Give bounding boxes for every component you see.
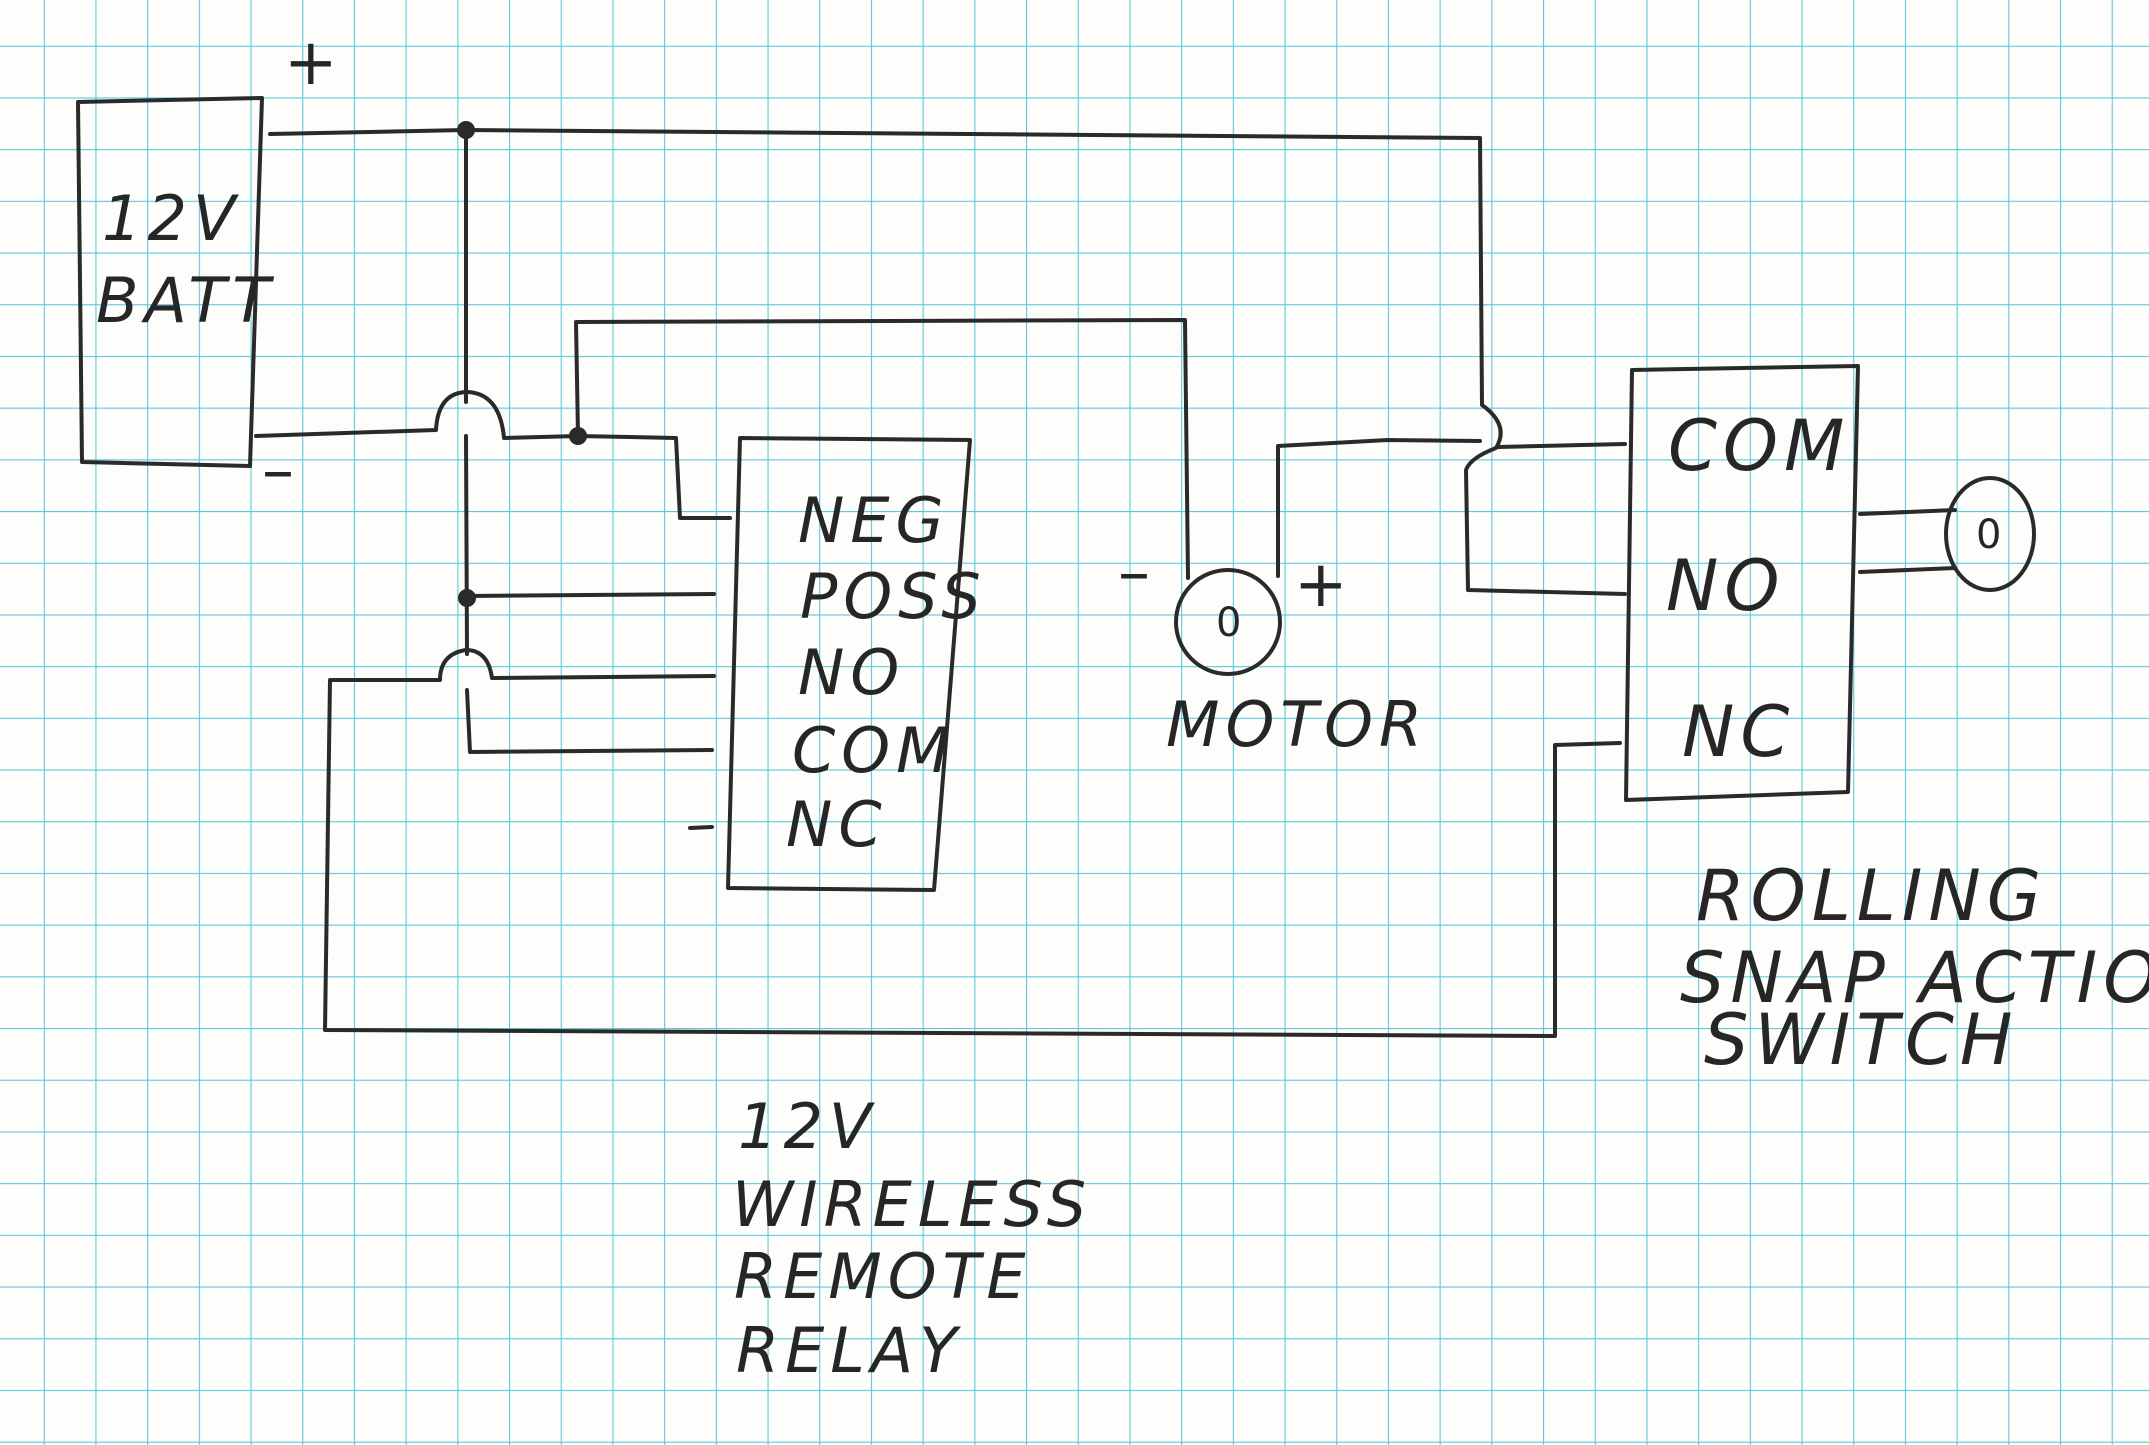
motor-symbol bbox=[1174, 568, 1282, 676]
wire-bus-to-poss bbox=[465, 592, 716, 598]
wire-relay-nc-stub bbox=[688, 825, 714, 830]
relay-caption: 12V WIRELESS REMOTE RELAY bbox=[732, 1090, 1092, 1387]
relay: NEG POSS NO COM NC bbox=[726, 436, 987, 892]
switch-terminal-com: COM bbox=[1668, 405, 1850, 487]
switch-roller bbox=[1944, 476, 2036, 592]
wire-motor-to-switch-com bbox=[1276, 438, 1627, 578]
switch-caption: ROLLING SNAP ACTION SWITCH bbox=[1680, 855, 2149, 1081]
junction-dot bbox=[458, 589, 476, 607]
relay-caption-line-3: REMOTE bbox=[734, 1240, 1032, 1313]
switch-caption-line-3: SWITCH bbox=[1704, 999, 2019, 1081]
battery-label-name: BATT bbox=[96, 264, 276, 337]
battery-body bbox=[76, 96, 264, 468]
relay-terminal-com: COM bbox=[792, 714, 956, 787]
motor: 0 – + MOTOR bbox=[1118, 536, 1428, 761]
wire-battery-positive-rail bbox=[268, 128, 1627, 596]
relay-terminal-neg: NEG bbox=[798, 484, 950, 557]
wires bbox=[254, 128, 1957, 1038]
relay-caption-line-1: 12V bbox=[738, 1090, 877, 1163]
switch-terminal-no: NO bbox=[1666, 545, 1785, 627]
motor-label: MOTOR bbox=[1166, 688, 1428, 761]
relay-terminal-nc: NC bbox=[786, 788, 888, 861]
junction-dot bbox=[457, 121, 475, 139]
wire-battery-negative bbox=[254, 390, 732, 520]
wire-relay-no-to-switch-nc bbox=[323, 648, 1622, 1038]
battery-plus-sign: + bbox=[284, 26, 338, 100]
relay-body bbox=[726, 436, 972, 892]
switch-roller-glyph: 0 bbox=[1976, 512, 2001, 558]
battery-label-voltage: 12V bbox=[102, 182, 241, 255]
battery-minus-sign: – bbox=[262, 434, 294, 508]
battery: 12V BATT + – bbox=[76, 26, 338, 508]
motor-plus-sign: + bbox=[1294, 548, 1348, 622]
wire-roller-arm bbox=[1858, 508, 1957, 574]
relay-terminal-poss: POSS bbox=[800, 560, 987, 633]
motor-minus-sign: – bbox=[1118, 536, 1150, 610]
switch-terminal-nc: NC bbox=[1682, 691, 1795, 773]
motor-symbol-glyph: 0 bbox=[1216, 600, 1241, 646]
switch-caption-line-1: ROLLING bbox=[1696, 855, 2047, 937]
relay-caption-line-4: RELAY bbox=[736, 1314, 963, 1387]
switch-caption-line-2: SNAP ACTION bbox=[1680, 937, 2149, 1019]
wire-negative-to-motor bbox=[574, 318, 1190, 580]
switch-body bbox=[1624, 364, 1860, 802]
wire-positive-bus bbox=[464, 128, 714, 754]
junction-dot bbox=[569, 427, 587, 445]
relay-terminal-no: NO bbox=[798, 636, 905, 709]
snap-switch: COM NO NC 0 bbox=[1624, 364, 2036, 802]
relay-caption-line-2: WIRELESS bbox=[732, 1168, 1092, 1241]
